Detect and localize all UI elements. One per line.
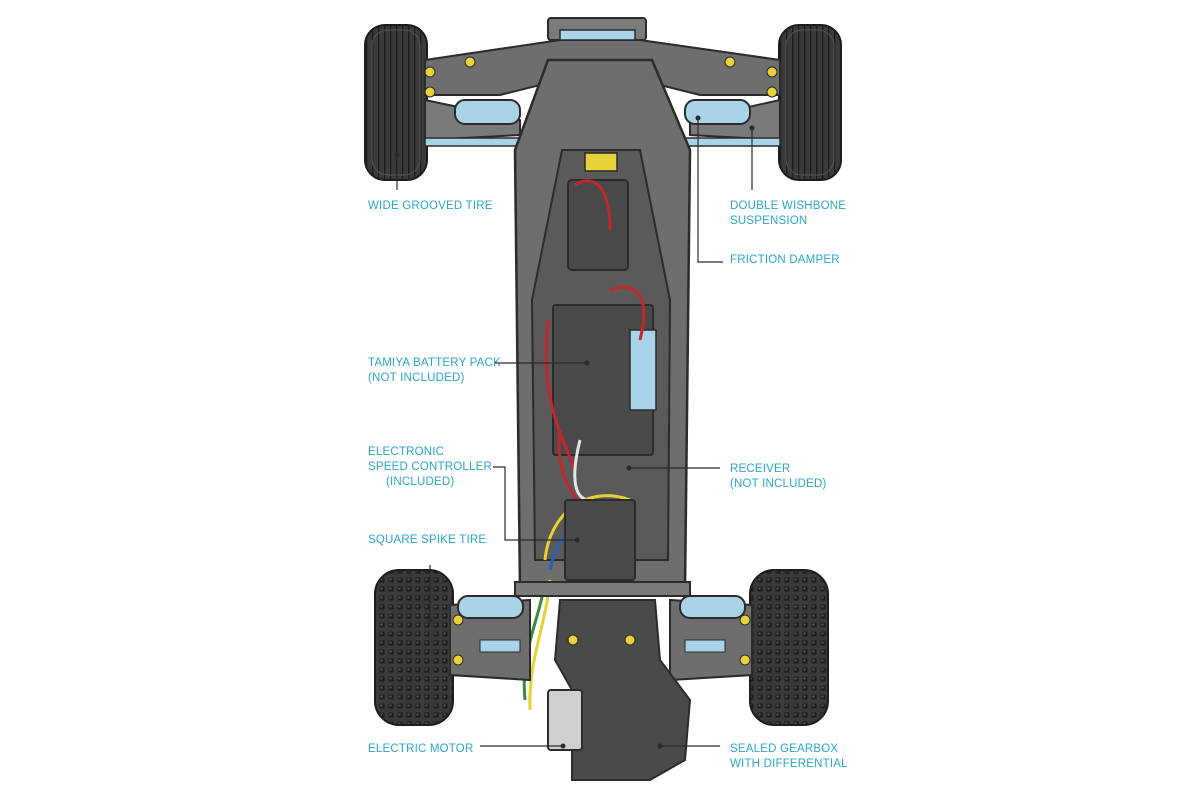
receiver-box	[567, 179, 629, 271]
label-sealed-gearbox: SEALED GEARBOX WITH DIFFERENTIAL	[730, 743, 848, 770]
label-battery-pack: TAMIYA BATTERY PACK (NOT INCLUDED)	[368, 357, 501, 384]
rear-left-tire	[374, 569, 454, 726]
label-electric-motor: ELECTRIC MOTOR	[368, 743, 474, 755]
rear-suspension	[449, 595, 753, 682]
front-right-tire	[778, 24, 842, 181]
label-double-wishbone-suspension: DOUBLE WISHBONE SUSPENSION	[730, 200, 847, 227]
battery-pack	[552, 304, 657, 456]
electric-motor	[547, 689, 583, 751]
leader-lines	[396, 118, 753, 747]
label-friction-damper: FRICTION DAMPER	[730, 254, 840, 266]
rear-right-tire	[749, 569, 829, 726]
gearbox	[553, 599, 692, 781]
leader-dots	[394, 115, 755, 749]
rear-bulkhead	[514, 581, 691, 597]
label-square-spike-tire: SQUARE SPIKE TIRE	[368, 534, 487, 546]
label-wide-grooved-tire: WIDE GROOVED TIRE	[368, 200, 493, 212]
label-receiver: RECEIVER (NOT INCLUDED)	[730, 463, 827, 490]
label-speed-controller: ELECTRONIC SPEED CONTROLLER (INCLUDED)	[368, 446, 492, 488]
